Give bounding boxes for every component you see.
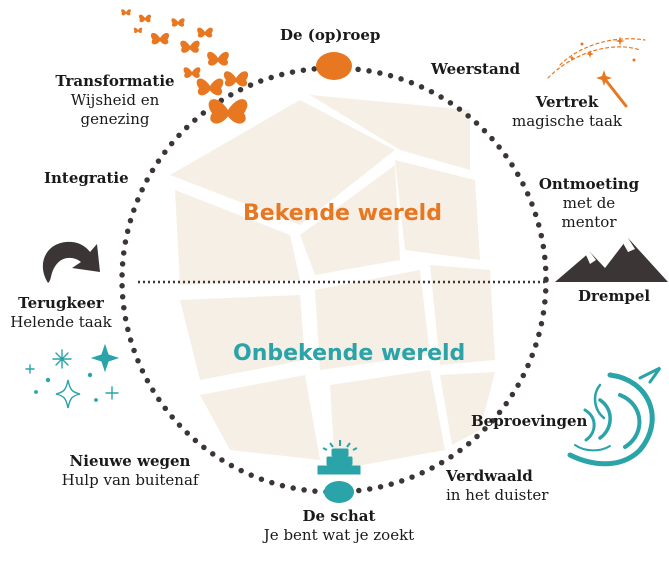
treasure-subtitle: Je bent wat je zoekt <box>263 525 415 544</box>
mentor-subtitle-line1: met de <box>562 193 616 212</box>
unknown-world-label: Onbekende wereld <box>233 341 466 366</box>
transformation-subtitle-line1: Wijsheid en <box>70 90 160 109</box>
return-subtitle: Helende taak <box>10 312 112 331</box>
trials-title: Beproevingen <box>471 412 588 430</box>
return-label: Terugkeer Helende taak <box>4 294 118 332</box>
departure-label: Vertrek magische taak <box>508 93 626 131</box>
new-paths-label: Nieuwe wegen Hulp van buitenaf <box>50 452 210 490</box>
transformation-subtitle-line2: genezing <box>80 109 150 128</box>
map-background <box>170 95 495 470</box>
threshold-title: Drempel <box>578 287 651 305</box>
lost-label: Verdwaald in het duister <box>446 467 548 505</box>
resistance-title: Weerstand <box>431 60 521 78</box>
wand-stars <box>570 36 636 86</box>
mentor-title: Ontmoeting <box>538 175 640 193</box>
known-world-label: Bekende wereld <box>243 201 442 226</box>
departure-title: Vertrek <box>535 93 599 111</box>
integration-title: Integratie <box>44 169 129 187</box>
treasure-oval-icon <box>324 481 354 503</box>
dragon-icon <box>567 366 662 467</box>
lost-subtitle: in het duister <box>446 485 549 504</box>
transformation-label: Transformatie Wijsheid en genezing <box>40 72 190 128</box>
gold-bars-icon <box>317 440 361 475</box>
new-paths-title: Nieuwe wegen <box>69 452 191 470</box>
treasure-label: De schat Je bent wat je zoekt <box>244 507 434 545</box>
butterflies-icon <box>121 9 249 124</box>
orange-circle-icon <box>316 52 352 80</box>
magic-wand-icon <box>547 38 646 108</box>
sparkles-icon <box>25 343 120 409</box>
call-title: De (op)roep <box>280 26 381 44</box>
return-title: Terugkeer <box>18 294 104 312</box>
departure-subtitle: magische taak <box>512 111 622 130</box>
transformation-title: Transformatie <box>55 72 175 90</box>
mentor-subtitle-line2: mentor <box>561 212 617 231</box>
lost-title: Verdwaald <box>446 467 533 485</box>
return-arrow-icon <box>42 241 100 283</box>
new-paths-subtitle: Hulp van buitenaf <box>61 470 199 489</box>
mountains-icon <box>555 238 668 282</box>
treasure-title: De schat <box>302 507 376 525</box>
mentor-label: Ontmoeting met de mentor <box>538 175 640 231</box>
